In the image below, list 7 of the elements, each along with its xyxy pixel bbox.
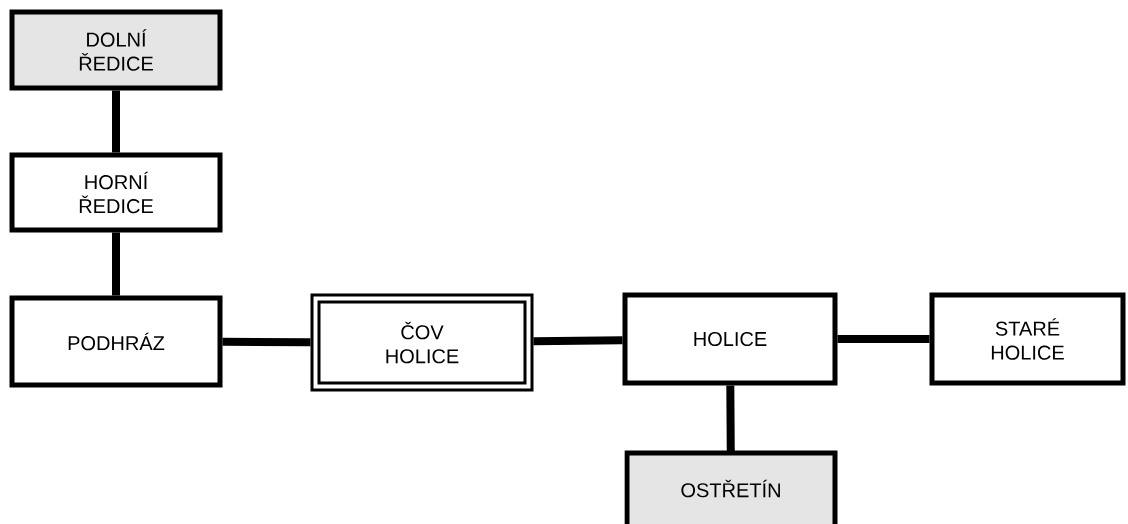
place-box: PODHRÁZ bbox=[9, 295, 223, 388]
place-box: HOLICE bbox=[622, 292, 838, 386]
place-box: STARÉ HOLICE bbox=[929, 292, 1126, 386]
place-box: DOLNÍ ŘEDICE bbox=[9, 9, 223, 91]
treatment-plant-box: ČOV HOLICE bbox=[310, 293, 534, 392]
place-box: OSTŘETÍN bbox=[624, 450, 838, 524]
place-box: HORNÍ ŘEDICE bbox=[9, 152, 223, 233]
